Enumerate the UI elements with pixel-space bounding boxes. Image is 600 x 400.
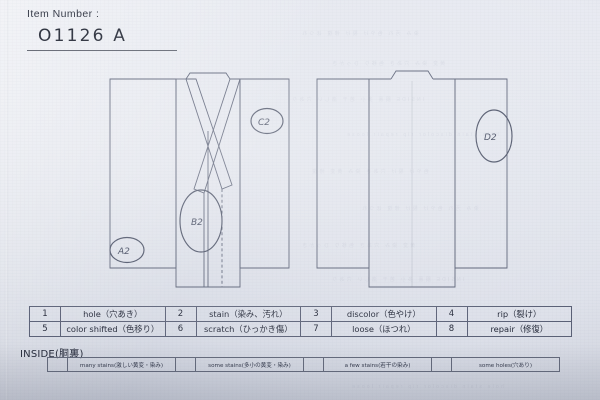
inside-option-label-1: some stains(多小の黄変・染み) [195, 357, 304, 372]
code-label: scratch（ひっかき傷） [195, 321, 301, 337]
annotation-a2-label: A2 [117, 247, 130, 257]
code-number: 4 [435, 306, 468, 322]
code-label: stain（染み、汚れ） [195, 306, 301, 322]
inside-checkbox-cell-0[interactable] [47, 357, 68, 372]
table-row: 1 hole（穴あき） 2 stain（染み、汚れ） 3 discolor（色や… [29, 306, 572, 322]
code-number: 3 [300, 306, 332, 322]
kimono-diagram-area: A2 B2 C2 [0, 55, 600, 295]
ghost-line: 染み 汚れ 色やけ 裂け 修復 ほつれ [300, 31, 419, 37]
ghost-line: hole stain discolor rip repair loose [350, 384, 504, 390]
inside-section-label: INSIDE(胴裏) [20, 349, 84, 360]
inside-option-label-3: some holes(穴あり) [451, 357, 560, 372]
inside-option-label-0: many stains(激しい黄変・染み) [67, 357, 176, 372]
table-row: 5 color shifted（色移り） 6 scratch（ひっかき傷） 7 … [29, 321, 572, 337]
code-number: 6 [164, 321, 197, 337]
code-label: color shifted（色移り） [60, 321, 166, 337]
annotation-d2: D2 [475, 109, 513, 163]
annotation-d2-label: D2 [484, 133, 497, 143]
code-number: 8 [435, 321, 468, 337]
kimono-back-view [316, 70, 508, 288]
code-number: 7 [300, 321, 332, 337]
annotation-c2-label: C2 [258, 118, 270, 128]
inside-option-label-2: a few stains(若干の染み) [323, 357, 432, 372]
code-label: loose（ほつれ） [331, 321, 437, 337]
code-number: 5 [29, 321, 61, 337]
code-number: 1 [29, 306, 61, 322]
inside-condition-table: many stains(激しい黄変・染み) some stains(多小の黄変・… [47, 357, 560, 372]
code-label: repair（修復） [466, 321, 572, 337]
item-number-underline [27, 50, 177, 51]
inside-checkbox-cell-3[interactable] [431, 357, 452, 372]
code-number: 2 [164, 306, 197, 322]
defect-code-table: 1 hole（穴あき） 2 stain（染み、汚れ） 3 discolor（色や… [29, 306, 572, 337]
kimono-front-view [109, 72, 290, 288]
inside-checkbox-cell-2[interactable] [303, 357, 324, 372]
annotation-b2: B2 [179, 189, 223, 253]
annotation-b2-label: B2 [191, 218, 203, 228]
code-label: hole（穴あき） [60, 306, 166, 322]
code-label: discolor（色やけ） [331, 306, 437, 322]
annotation-a2: A2 [109, 236, 145, 264]
item-number-label: Item Number : [27, 8, 100, 20]
item-number-value: O1126 A [38, 26, 128, 46]
code-label: rip（裂け） [466, 306, 572, 322]
table-row: many stains(激しい黄変・染み) some stains(多小の黄変・… [47, 357, 560, 372]
annotation-c2: C2 [250, 107, 284, 135]
inside-checkbox-cell-1[interactable] [175, 357, 196, 372]
